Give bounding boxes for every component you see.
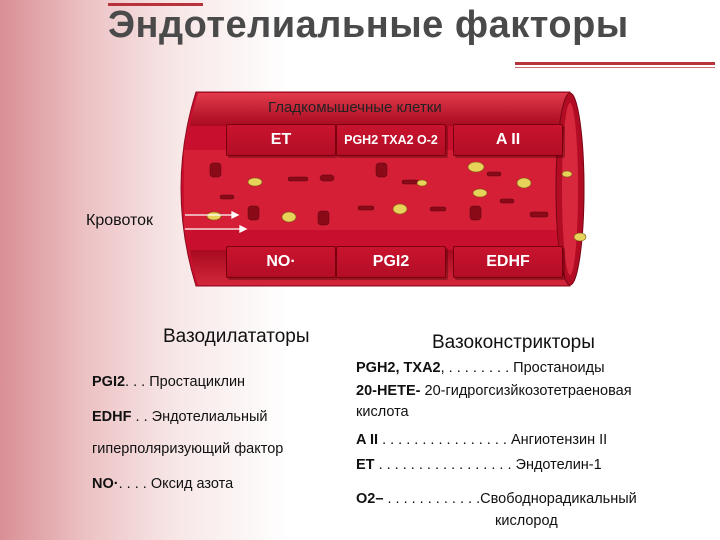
factor-box-a2: A II	[453, 124, 563, 156]
vasoconstrictor-item: кислород	[495, 513, 558, 529]
vasoconstrictors-heading: Вазоконстрикторы	[432, 332, 595, 353]
vasodilator-item: гиперполяризующий фактор	[92, 441, 284, 457]
title-underline-right	[515, 62, 715, 65]
factor-box-edhf: EDHF	[453, 246, 563, 278]
title-underline-right-thin	[515, 67, 715, 68]
flow-arrows	[185, 210, 248, 234]
factor-box-no: NO·	[226, 246, 336, 278]
vasoconstrictor-item: ET . . . . . . . . . . . . . . . . . Энд…	[356, 457, 602, 473]
factor-box-pgi2: PGI2	[336, 246, 446, 278]
factor-box-et: ET	[226, 124, 336, 156]
page-title: Эндотелиальные факторы	[108, 4, 629, 46]
vasoconstrictor-item: A II . . . . . . . . . . . . . . . . Анг…	[356, 432, 608, 448]
vasodilator-item: PGI2. . . Простациклин	[92, 374, 246, 390]
smooth-muscle-label: Гладкомышечные клетки	[268, 99, 442, 116]
title-underline-left	[108, 3, 203, 6]
vasodilators-heading: Вазодилататоры	[163, 326, 310, 347]
blood-flow-label: Кровоток	[86, 212, 154, 229]
vasoconstrictor-item: PGH2, TXA2, . . . . . . . . Простаноиды	[356, 360, 605, 376]
vasoconstrictor-item: кислота	[356, 404, 409, 420]
vasoconstrictor-item: 20-HETE- 20-гидрогсизйкозотетраеновая	[356, 383, 632, 399]
vasodilator-item: NO·. . . . Оксид азота	[92, 476, 234, 492]
vasoconstrictor-item: O2– . . . . . . . . . . . .Свободнорадик…	[356, 491, 637, 507]
factor-box-prostanoids: PGH2 TXA2 O-2	[336, 124, 446, 156]
platelets	[206, 161, 587, 242]
vessel-wall-top	[190, 93, 577, 126]
vessel-lumen	[184, 150, 580, 230]
vasodilator-item: EDHF . . Эндотелиальный	[92, 409, 268, 425]
blood-cells	[209, 162, 549, 226]
